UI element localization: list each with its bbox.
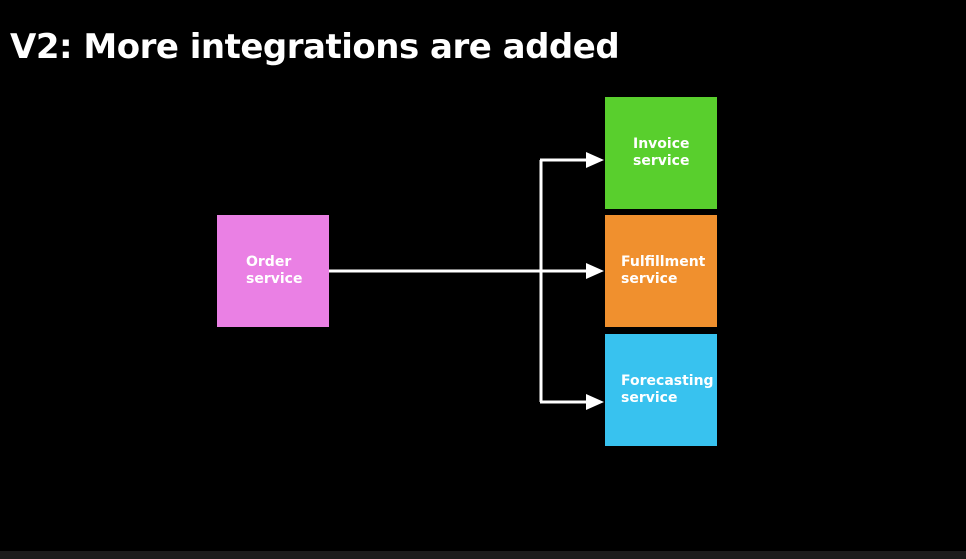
invoice-arrowhead-icon bbox=[586, 152, 604, 168]
forecasting-arrowhead-icon bbox=[586, 394, 604, 410]
forecasting-service-label: Forecasting service bbox=[621, 373, 714, 407]
forecasting-service-label-line2: service bbox=[621, 390, 678, 406]
fulfillment-service-label: Fulfillment service bbox=[621, 254, 705, 288]
invoice-service-label: Invoice service bbox=[633, 136, 690, 170]
order-service-label-line2: service bbox=[246, 271, 303, 287]
forecasting-service-box: Forecasting service bbox=[605, 334, 717, 446]
invoice-service-label-line1: Invoice bbox=[633, 136, 690, 152]
invoice-service-box: Invoice service bbox=[605, 97, 717, 209]
forecasting-service-label-line1: Forecasting bbox=[621, 373, 714, 389]
order-service-label-line1: Order bbox=[246, 254, 292, 270]
fulfillment-service-label-line1: Fulfillment bbox=[621, 254, 706, 270]
bottom-bar bbox=[0, 551, 966, 559]
fulfillment-service-box: Fulfillment service bbox=[605, 215, 717, 327]
invoice-service-label-line2: service bbox=[633, 153, 690, 169]
fulfillment-arrowhead-icon bbox=[586, 263, 604, 279]
order-service-box: Order service bbox=[217, 215, 329, 327]
fulfillment-service-label-line2: service bbox=[621, 271, 678, 287]
slide-title: V2: More integrations are added bbox=[10, 27, 620, 67]
arrowheads bbox=[586, 152, 604, 410]
order-service-label: Order service bbox=[246, 254, 302, 288]
connector-lines bbox=[329, 158, 590, 404]
